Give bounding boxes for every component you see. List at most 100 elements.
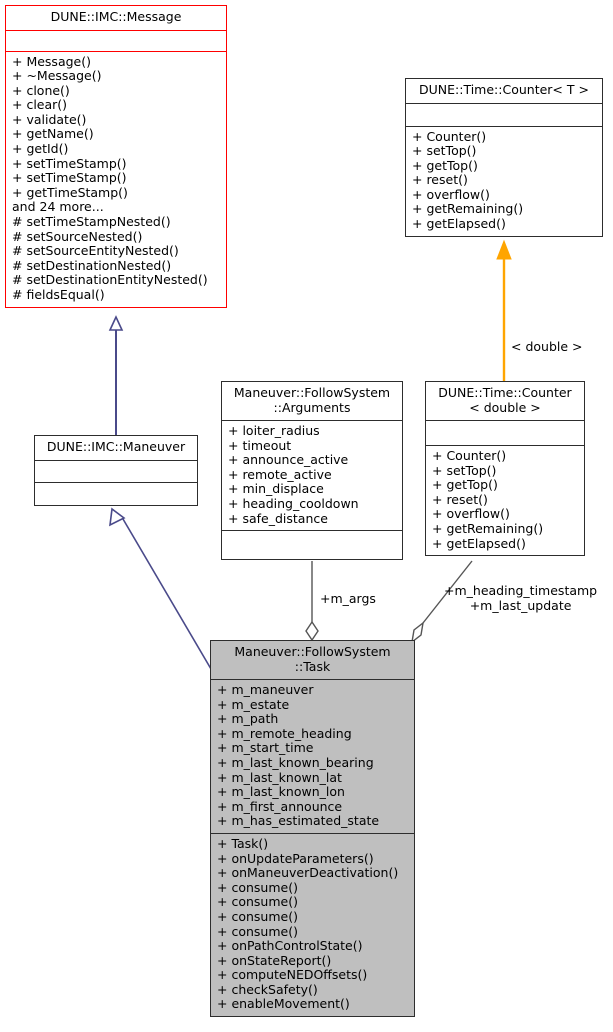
class-separator: [406, 102, 602, 104]
member-row: + m_path: [217, 711, 279, 727]
member-row: + setTop(): [432, 462, 497, 478]
aggregation-args-to-task: [305, 561, 319, 642]
member-row: + setTimeStamp(): [12, 155, 127, 171]
class-separator: [211, 679, 414, 680]
inheritance-maneuver-to-message: [108, 315, 124, 436]
class-operations-message: + Message() + ~Message() + clone() + cle…: [6, 52, 226, 307]
member-row: + onUpdateParameters(): [217, 850, 374, 866]
class-title-arguments: Maneuver::FollowSystem ::Arguments: [233, 385, 391, 415]
member-row: + heading_cooldown: [228, 495, 359, 511]
member-row: + m_first_announce: [217, 798, 343, 814]
class-attributes-counter-t: [406, 104, 602, 126]
member-row: + remote_active: [228, 466, 332, 482]
member-row: + consume(): [217, 894, 298, 910]
member-row: + enableMovement(): [217, 996, 350, 1012]
member-row: + getElapsed(): [412, 216, 506, 232]
class-operations-arguments: [222, 531, 402, 559]
member-row: + loiter_radius: [228, 423, 320, 438]
member-row: + getTop(): [412, 157, 478, 173]
edge-label-m-counter: +m_heading_timestamp +m_last_update: [444, 583, 598, 613]
member-row: + onManeuverDeactivation(): [217, 865, 399, 881]
class-attributes-maneuver: [35, 461, 197, 482]
member-row: + getRemaining(): [412, 201, 524, 217]
member-row: + reset(): [412, 172, 468, 188]
member-row: # setTimeStampNested(): [12, 214, 171, 230]
edge-label-template-binding: < double >: [511, 339, 583, 354]
inheritance-task-to-maneuver: [109, 507, 212, 670]
class-operations-maneuver: [35, 483, 197, 505]
member-row: # setDestinationEntityNested(): [12, 272, 208, 288]
class-separator: [406, 125, 602, 127]
member-row: + m_maneuver: [217, 682, 314, 697]
member-row: + m_last_known_lon: [217, 784, 345, 800]
member-row: # setDestinationNested(): [12, 257, 172, 273]
class-box-counter-t[interactable]: DUNE::Time::Counter< T > + Counter() + s…: [405, 78, 603, 237]
member-row: + announce_active: [228, 452, 349, 468]
class-box-task[interactable]: Maneuver::FollowSystem ::Task + m_maneuv…: [210, 640, 415, 1018]
member-row: + Message(): [12, 53, 91, 69]
class-operations-task: + Task() + onUpdateParameters() + onMane…: [211, 834, 414, 1016]
class-title-maneuver: DUNE::IMC::Maneuver: [46, 439, 186, 454]
member-row: + consume(): [217, 923, 298, 939]
class-box-counter-double[interactable]: DUNE::Time::Counter < double > + Counter…: [425, 381, 585, 557]
member-row: + safe_distance: [228, 510, 328, 526]
class-title-counter-double: DUNE::Time::Counter < double >: [438, 385, 572, 415]
class-separator: [426, 420, 584, 421]
class-separator: [222, 530, 402, 532]
member-row: + consume(): [217, 908, 298, 924]
class-separator: [35, 481, 197, 483]
class-separator: [6, 50, 226, 52]
template-binding-counter: [496, 239, 512, 383]
member-row: + timeout: [228, 437, 292, 453]
class-separator: [211, 832, 414, 834]
class-attributes-task: + m_maneuver + m_estate + m_path + m_rem…: [211, 680, 414, 833]
member-row: + overflow(): [412, 186, 490, 202]
class-box-maneuver[interactable]: DUNE::IMC::Maneuver: [34, 435, 198, 506]
member-row: # setSourceEntityNested(): [12, 243, 179, 259]
member-row: + consume(): [217, 879, 298, 895]
member-row: + onStateReport(): [217, 952, 332, 968]
member-row: + getTimeStamp(): [12, 184, 128, 200]
member-row: + clear(): [12, 97, 68, 113]
class-separator: [426, 445, 584, 446]
member-row: + validate(): [12, 111, 87, 127]
class-separator: [222, 420, 402, 421]
member-row: + checkSafety(): [217, 981, 318, 997]
class-title-message: DUNE::IMC::Message: [50, 9, 182, 24]
class-separator: [35, 459, 197, 461]
class-attributes-counter-double: [426, 421, 584, 445]
member-row: + Counter(): [432, 448, 507, 463]
class-operations-counter-double: + Counter() + setTop() + getTop() + rese…: [426, 446, 584, 555]
member-row: + getElapsed(): [432, 535, 526, 551]
member-row: + getRemaining(): [432, 520, 544, 536]
member-row: + setTop(): [412, 143, 477, 159]
class-box-arguments[interactable]: Maneuver::FollowSystem ::Arguments + loi…: [221, 381, 403, 561]
member-row: + getId(): [12, 141, 69, 157]
class-title-counter-t: DUNE::Time::Counter< T >: [419, 82, 589, 97]
member-row: + getName(): [12, 126, 94, 142]
member-row: + getTop(): [432, 477, 498, 493]
member-row: + m_estate: [217, 696, 290, 712]
class-box-message[interactable]: DUNE::IMC::Message + Message() + ~Messag…: [5, 5, 227, 308]
class-title-task: Maneuver::FollowSystem ::Task: [234, 644, 391, 674]
member-row: + m_start_time: [217, 740, 314, 756]
member-row: + m_last_known_bearing: [217, 754, 374, 770]
member-row: + Task(): [217, 835, 269, 851]
member-row: + min_displace: [228, 481, 324, 497]
member-row: + reset(): [432, 491, 488, 507]
member-row: + setTimeStamp(): [12, 170, 127, 186]
member-row: + computeNEDOffsets(): [217, 967, 368, 983]
member-row-more: and 24 more...: [12, 199, 104, 215]
member-row: + m_has_estimated_state: [217, 813, 380, 829]
class-attributes-arguments: + loiter_radius + timeout + announce_act…: [222, 421, 402, 530]
class-separator: [6, 29, 226, 31]
member-row: + clone(): [12, 82, 70, 98]
member-row: + Counter(): [412, 128, 487, 144]
member-row: + m_remote_heading: [217, 725, 352, 741]
member-row: + m_last_known_lat: [217, 769, 342, 785]
member-row: + onPathControlState(): [217, 938, 363, 954]
class-attributes-message: [6, 31, 226, 51]
edge-label-m-args: +m_args: [320, 591, 376, 606]
